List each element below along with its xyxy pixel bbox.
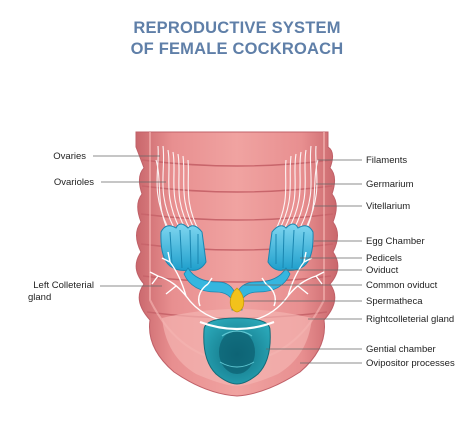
- label-right-colleterial-gland: Rightcolleterial gland: [366, 314, 455, 325]
- left-ovary: [160, 223, 207, 271]
- label-left-colleterial-gland: Left Colleterial: [33, 280, 94, 291]
- label-ovipositor-processes: Ovipositor processes: [366, 358, 455, 369]
- label-pedicels: Pedicels: [366, 253, 402, 264]
- left-filaments: [155, 145, 201, 234]
- label-filaments: Filaments: [366, 155, 408, 166]
- label-ovarioles: Ovarioles: [53, 177, 94, 188]
- right-colleterial-gland: [241, 251, 325, 323]
- label-oviduct: Oviduct: [366, 265, 399, 276]
- label-left-colleterial-gland-line2: gland: [28, 292, 52, 303]
- label-germarium: Germarium: [366, 179, 414, 190]
- label-common-oviduct: Common oviduct: [366, 280, 438, 291]
- label-ovaries: Ovaries: [53, 151, 86, 162]
- leader-lines-left: [93, 155, 166, 287]
- page-title-line-1: REPRODUCTIVE SYSTEM: [133, 19, 341, 37]
- label-spermatheca: Spermatheca: [366, 296, 423, 307]
- spermatheca: [229, 287, 245, 313]
- genital-chamber: [203, 317, 271, 385]
- label-genital-chamber: Gential chamber: [366, 344, 436, 355]
- label-vitellarium: Vitellarium: [366, 201, 411, 212]
- right-filaments: [273, 145, 319, 234]
- right-ovary: [267, 223, 314, 271]
- page-title-line-2: OF FEMALE COCKROACH: [130, 40, 344, 58]
- left-colleterial-gland: [149, 251, 233, 323]
- label-egg-chamber: Egg Chamber: [366, 236, 425, 247]
- gland-duct-ring: [199, 320, 275, 331]
- leader-lines-right: [244, 159, 362, 364]
